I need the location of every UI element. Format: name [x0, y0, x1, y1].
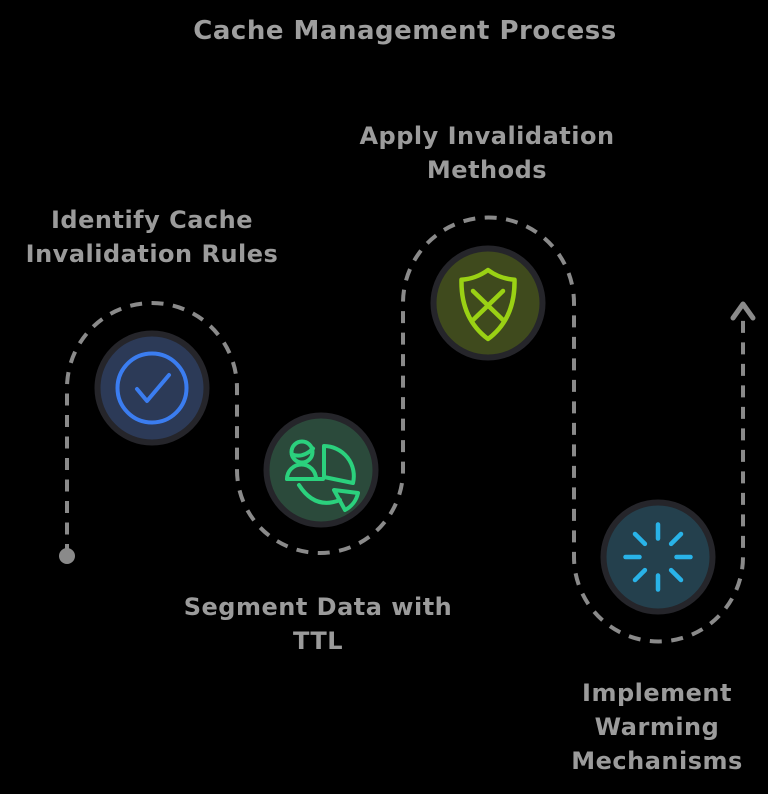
page-title: Cache Management Process	[193, 16, 617, 46]
check-circle-icon	[115, 351, 189, 425]
shield-x-icon	[459, 267, 517, 342]
arrow-up-icon	[730, 301, 756, 321]
flow-start-dot	[59, 548, 75, 564]
step-node-identify	[94, 330, 210, 446]
step-label-identify: Identify Cache Invalidation Rules	[25, 206, 279, 268]
step-node-apply	[430, 245, 546, 361]
step-circle	[94, 330, 210, 446]
user-pie-chart-icon	[285, 439, 360, 512]
step-label-apply: Apply Invalidation Methods	[359, 122, 615, 184]
step-circle	[263, 412, 379, 528]
step-label-segment: Segment Data with TTL	[183, 593, 453, 655]
flow-path	[65, 215, 745, 644]
step-node-implement	[600, 499, 716, 615]
loader-spinner-icon	[623, 522, 693, 592]
step-node-segment	[263, 412, 379, 528]
step-label-implement: Implement Warming Mechanisms	[571, 679, 743, 775]
step-circle	[600, 499, 716, 615]
